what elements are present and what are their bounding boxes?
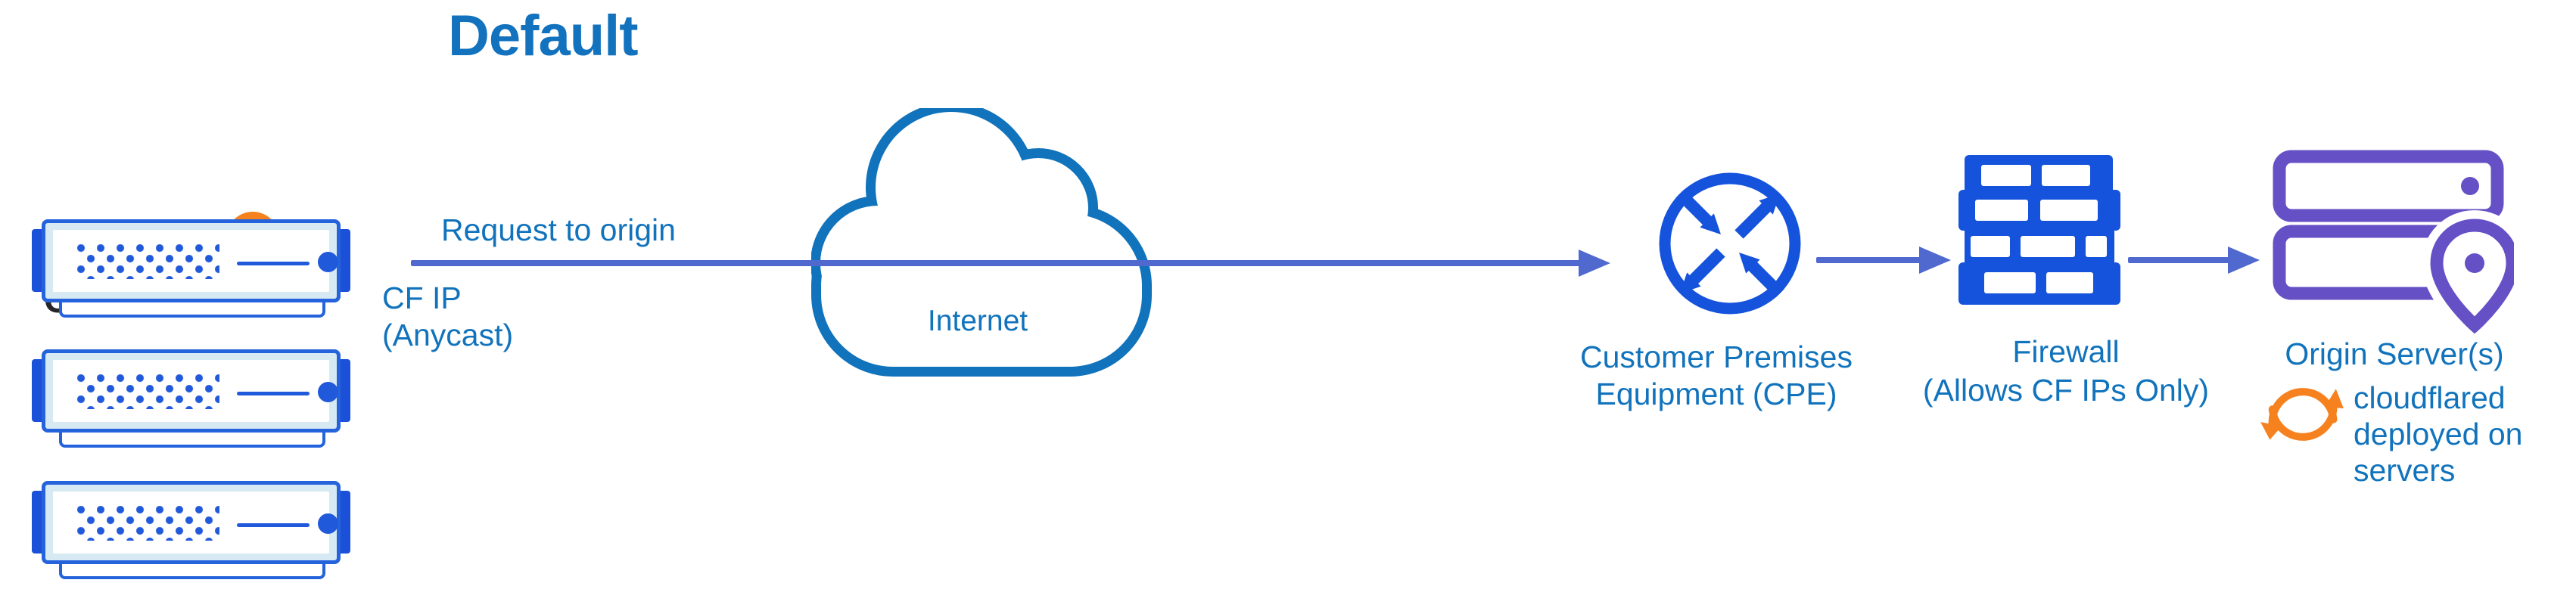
server-led <box>318 252 338 272</box>
server-vent-dots <box>77 244 219 279</box>
firewall-label: Firewall (Allows CF IPs Only) <box>1892 333 2240 410</box>
location-pin-icon <box>2421 209 2514 335</box>
server-body <box>42 219 341 302</box>
server-tab <box>338 229 350 292</box>
server-led <box>318 382 338 402</box>
cf-ip-line1: CF IP <box>382 281 462 315</box>
edge-server <box>32 349 350 451</box>
server-slot-line <box>237 392 310 395</box>
firewall-brick-wall-icon <box>1958 155 2120 305</box>
arrow-firewall-to-origin-line <box>2128 257 2229 263</box>
cpe-exchange-arrows-icon <box>1659 172 1801 315</box>
cpe-label: Customer Premises Equipment (CPE) <box>1550 339 1883 413</box>
cpe-label-line1: Customer Premises <box>1580 340 1853 374</box>
server-tab <box>338 491 350 554</box>
internet-label: Internet <box>927 305 1028 337</box>
server-tab <box>338 359 350 422</box>
server-slot-line <box>237 523 310 527</box>
arrow-cpe-to-firewall-head <box>1919 247 1951 274</box>
server-tab <box>32 491 45 554</box>
cf-ip-label: CF IP (Anycast) <box>382 280 513 354</box>
request-to-origin-label: Request to origin <box>441 212 676 247</box>
origin-label: Origin Server(s) <box>2285 336 2504 371</box>
cloudflared-note: cloudflared deployed on servers <box>2354 380 2522 488</box>
firewall-label-line2: (Allows CF IPs Only) <box>1922 373 2210 408</box>
server-tab <box>32 359 45 422</box>
main-flow-arrow-line <box>411 260 1580 266</box>
server-body <box>42 349 341 433</box>
server-slot-line <box>237 262 310 265</box>
edge-server <box>32 219 350 321</box>
server-vent-dots <box>77 374 219 409</box>
cloudflared-note-line2: deployed on <box>2354 417 2523 451</box>
arrow-firewall-to-origin-head <box>2228 247 2260 274</box>
main-flow-arrowhead <box>1579 250 1610 277</box>
cloudflared-sync-icon <box>2260 388 2344 441</box>
server-tab <box>32 229 45 292</box>
cpe-label-line2: Equipment (CPE) <box>1595 377 1837 411</box>
firewall-label-line1: Firewall <box>2012 334 2120 369</box>
cloudflared-note-line3: servers <box>2354 453 2456 488</box>
arrow-cpe-to-firewall-line <box>1816 257 1921 263</box>
origin-server-rack-icon <box>2273 150 2514 335</box>
cloudflared-note-line1: cloudflared <box>2354 380 2506 415</box>
server-body <box>42 481 341 564</box>
page-title: Default <box>448 4 639 68</box>
edge-server <box>32 481 350 582</box>
internet-cloud-icon <box>811 108 1152 377</box>
server-led <box>318 513 338 534</box>
server-vent-dots <box>77 506 219 541</box>
cf-ip-line2: (Anycast) <box>382 318 514 352</box>
cloudflare-logo: CLOUDFLARE® <box>0 98 363 321</box>
